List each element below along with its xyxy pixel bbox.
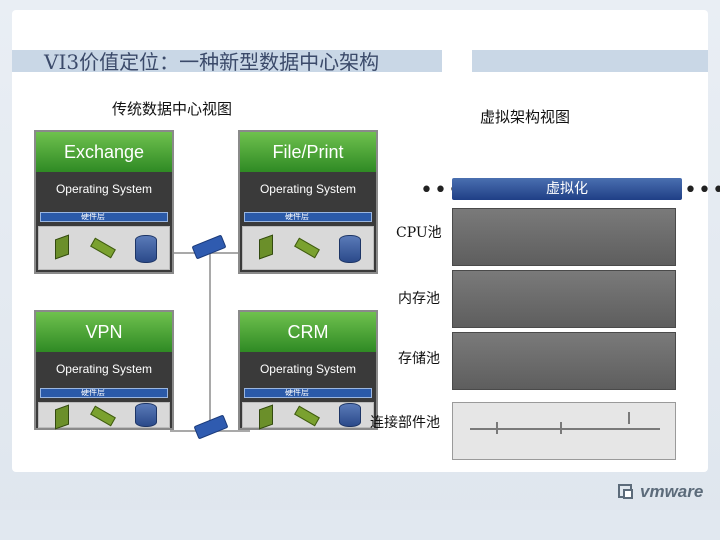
hardware-layer-label: 硬件层 <box>244 212 372 222</box>
memory-module-icon <box>90 237 116 259</box>
cpu-chip-icon <box>55 234 69 260</box>
hardware-tray <box>242 402 374 430</box>
title-band <box>12 50 442 72</box>
network-pool-label: 连接部件池 <box>370 415 440 431</box>
cpu-chip-icon <box>259 404 273 430</box>
app-label: Exchange <box>36 132 172 172</box>
hardware-layer-label: 硬件层 <box>40 388 168 398</box>
hardware-tray <box>242 226 374 270</box>
hardware-tray <box>38 402 170 430</box>
storage-pool-label: 存储池 <box>398 351 440 367</box>
cpu-chip-icon <box>259 234 273 260</box>
virtual-view-heading: 虚拟架构视图 <box>480 108 571 126</box>
app-label: File/Print <box>240 132 376 172</box>
network-pool-node <box>560 422 562 434</box>
network-pool-node <box>628 412 630 424</box>
vmware-logo-icon <box>618 484 633 499</box>
server-vpn: VPN Operating System 硬件层 <box>34 310 174 430</box>
memory-module-icon <box>90 405 116 427</box>
cpu-pool-box <box>452 208 676 266</box>
storage-pool-box <box>452 332 676 390</box>
disk-icon <box>135 235 157 263</box>
hardware-layer-label: 硬件层 <box>40 212 168 222</box>
server-crm: CRM Operating System 硬件层 <box>238 310 378 430</box>
hardware-tray <box>38 226 170 270</box>
network-pool-line <box>470 428 660 430</box>
network-line-vertical <box>209 252 211 432</box>
virtualization-layer-bar: 虚拟化 <box>452 178 682 200</box>
slide-title: VI3价值定位：一种新型数据中心架构 <box>44 50 380 74</box>
app-label: VPN <box>36 312 172 352</box>
memory-module-icon <box>294 237 320 259</box>
network-pool-box <box>452 402 676 460</box>
disk-icon <box>135 403 157 427</box>
memory-pool-label: 内存池 <box>398 291 440 307</box>
network-pool-node <box>496 422 498 434</box>
vmware-logo-text: vmware <box>640 482 704 501</box>
server-file-print: File/Print Operating System 硬件层 <box>238 130 378 274</box>
server-exchange: Exchange Operating System 硬件层 <box>34 130 174 274</box>
ellipsis-left: ••• <box>420 178 462 203</box>
disk-icon <box>339 235 361 263</box>
app-label: CRM <box>240 312 376 352</box>
os-label: Operating System <box>259 182 357 196</box>
disk-icon <box>339 403 361 427</box>
title-band-right <box>472 50 708 72</box>
traditional-view-heading: 传统数据中心视图 <box>112 100 233 118</box>
cpu-pool-label: CPU池 <box>396 225 442 241</box>
os-label: Operating System <box>55 362 153 376</box>
footer-band <box>0 510 720 540</box>
ellipsis-right: ••• <box>684 178 720 203</box>
memory-module-icon <box>294 405 320 427</box>
os-label: Operating System <box>259 362 357 376</box>
memory-pool-box <box>452 270 676 328</box>
os-label: Operating System <box>55 182 153 196</box>
hardware-layer-label: 硬件层 <box>244 388 372 398</box>
cpu-chip-icon <box>55 404 69 430</box>
